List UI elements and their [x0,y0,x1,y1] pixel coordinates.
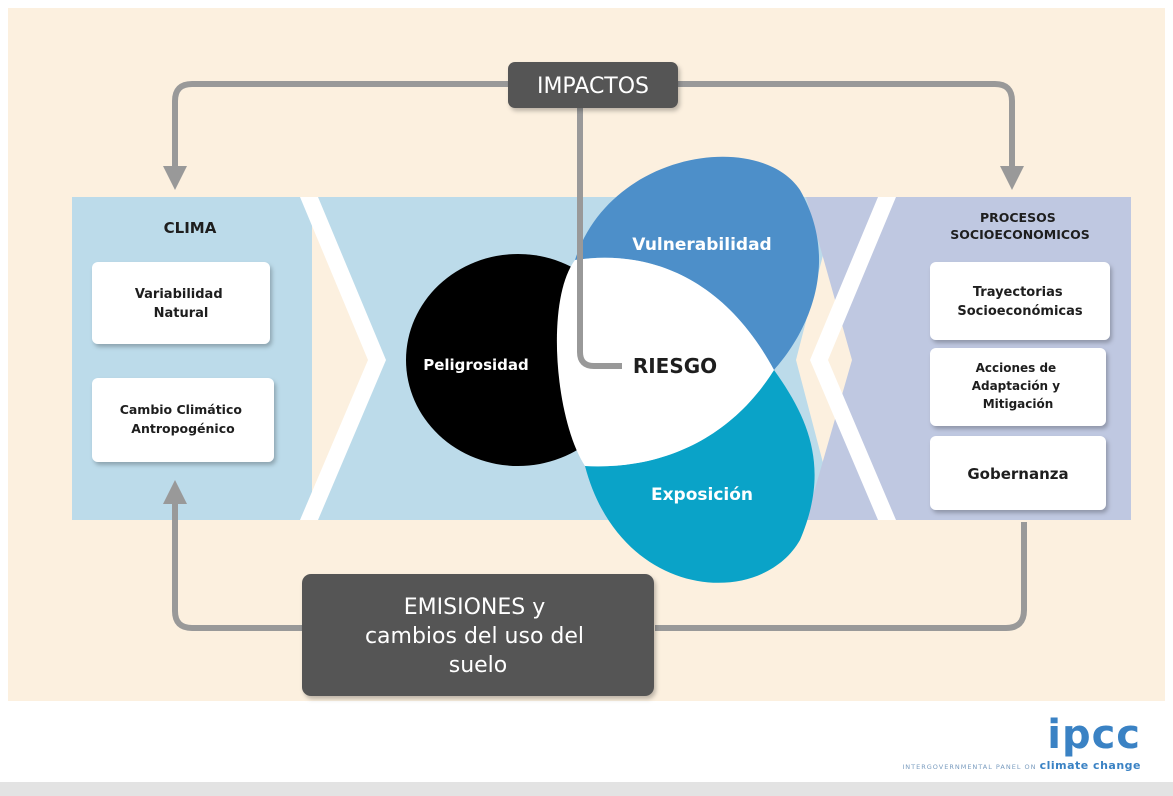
procesos-box-acciones-label: Acciones de Adaptación y Mitigación [972,361,1065,411]
procesos-box-trayectorias [930,262,1110,340]
exposure-label: Exposición [651,485,753,505]
ipcc-logo: ipcc INTERGOVERNMENTAL PANEL ON climate … [902,715,1141,772]
procesos-box-gobernanza-label: Gobernanza [967,465,1068,483]
procesos-box-gobernanza [930,436,1106,510]
clima-title: CLIMA [164,219,217,237]
clima-box-cambio-climatico-label: Cambio Climático Antropogénico [120,402,247,436]
arrow-impacts-to-clima [163,81,510,190]
risk-label: RIESGO [633,354,717,378]
arrow-impacts-to-procesos [676,81,1024,190]
procesos-box-trayectorias-label: Trayectorias Socioeconómicas [957,285,1083,319]
vulnerability-petal [575,156,820,370]
emissions-label: EMISIONES y cambios del uso del suelo [365,595,591,678]
ipcc-logo-subtitle-accent: climate change [1039,759,1141,772]
procesos-title: PROCESOS SOCIOECONOMICOS [950,210,1089,242]
ipcc-logo-subtitle: INTERGOVERNMENTAL PANEL ON climate chang… [902,759,1141,772]
clima-panel [72,197,312,520]
emissions-box [302,574,654,696]
connector-procesos-to-emissions [655,522,1027,631]
ipcc-logo-subtitle-text: INTERGOVERNMENTAL PANEL ON [902,763,1037,771]
clima-box-variabilidad [92,262,270,344]
procesos-box-acciones [930,348,1106,426]
exposure-petal [585,370,815,583]
impacts-box [508,62,678,108]
connector-impacts-to-risk [577,108,622,369]
impacts-label: IMPACTOS [537,74,649,99]
hazard-label: Peligrosidad [423,356,529,374]
clima-box-variabilidad-label: Variabilidad Natural [135,287,227,321]
vulnerability-label: Vulnerabilidad [632,235,771,255]
clima-box-cambio-climatico [92,378,274,462]
ipcc-logo-mark: ipcc [1047,712,1141,758]
footer-bar [0,782,1173,796]
risk-center [556,257,774,467]
arrow-emissions-to-clima [163,480,302,631]
right-chevron [810,197,896,520]
left-chevron [300,197,386,520]
